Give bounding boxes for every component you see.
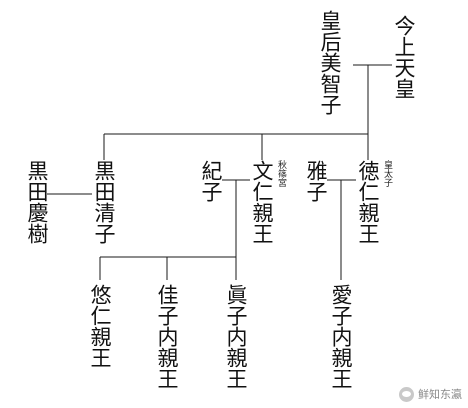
- note-crown-prince: 皇太子: [382, 160, 392, 187]
- person-naruhito: 徳仁親王: [356, 160, 380, 244]
- person-aiko: 愛子内親王: [329, 284, 353, 389]
- watermark-text: 鲜知东瀛: [418, 388, 462, 401]
- person-kako: 佳子内親王: [155, 284, 179, 389]
- person-mako: 眞子内親王: [224, 284, 248, 389]
- person-masako: 雅子: [304, 160, 328, 202]
- wechat-icon: [399, 386, 414, 402]
- person-hisahito: 悠仁親王: [88, 284, 112, 368]
- note-akishino: 秋篠宮: [276, 160, 286, 187]
- person-kiko: 紀子: [199, 160, 223, 202]
- person-fumihito: 文仁親王: [250, 160, 274, 244]
- watermark: 鲜知东瀛: [399, 386, 462, 402]
- person-empress: 皇后美智子: [318, 10, 342, 115]
- person-kuroda-yoshiki: 黒田慶樹: [25, 160, 49, 244]
- person-kuroda-sayako: 黒田清子: [92, 160, 116, 244]
- person-emperor: 今上天皇: [392, 15, 416, 99]
